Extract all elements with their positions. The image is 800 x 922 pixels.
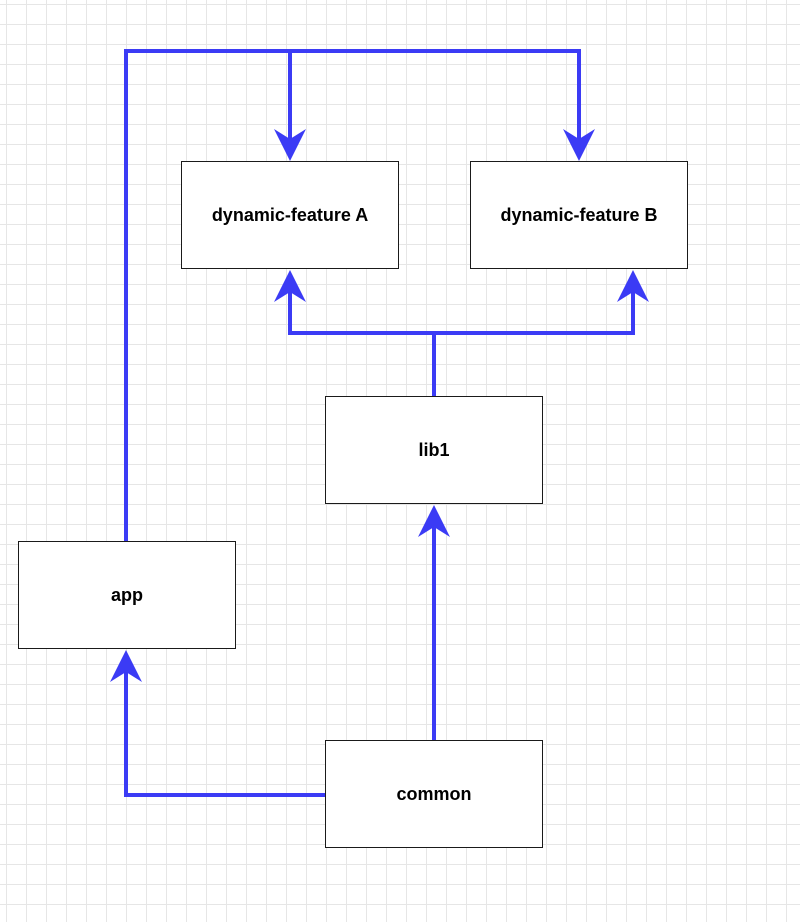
node-label: dynamic-feature B (500, 204, 658, 225)
node-app[interactable]: app (18, 541, 236, 649)
edge-lib1-to-dynamic-feature-b (434, 270, 649, 335)
node-label: common (396, 783, 472, 804)
node-label: dynamic-feature A (211, 204, 369, 225)
node-dynamic-feature-b[interactable]: dynamic-feature B (470, 161, 688, 269)
node-label: lib1 (418, 439, 450, 460)
edge-app-to-dynamic-feature-b (290, 49, 595, 161)
node-label: app (110, 584, 143, 605)
node-dynamic-feature-a[interactable]: dynamic-feature A (181, 161, 399, 269)
edge-app-to-dynamic-feature-a (124, 49, 306, 541)
edge-lib1-to-dynamic-feature-a (274, 270, 436, 396)
edge-common-to-app (110, 650, 325, 797)
node-lib1[interactable]: lib1 (325, 396, 543, 504)
node-common[interactable]: common (325, 740, 543, 848)
